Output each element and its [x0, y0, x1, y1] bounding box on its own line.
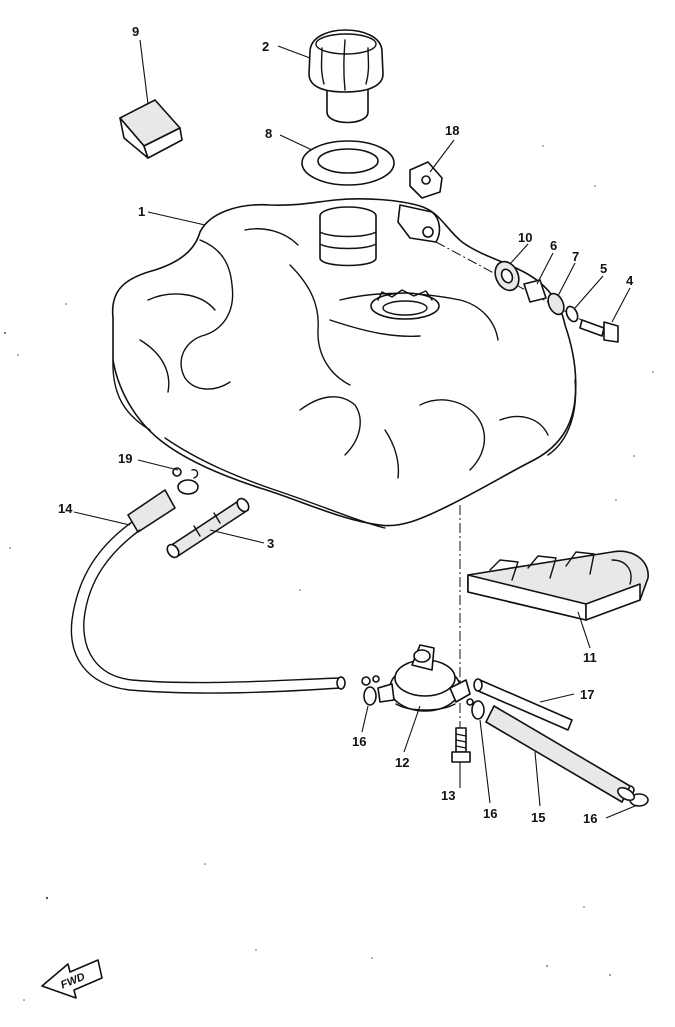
callout-plate-washer: 7: [572, 249, 579, 264]
tank-damper: [467, 550, 649, 621]
clip-left: [361, 675, 380, 706]
scan-speckles: [4, 145, 654, 1001]
fuel-cock: [377, 644, 471, 712]
fuel-tank: [111, 198, 577, 529]
callout-breather-hose: 17: [580, 687, 594, 702]
callout-pipe: 3: [267, 536, 274, 551]
callout-damper-block: 9: [132, 24, 139, 39]
vacuum-hose: [485, 705, 635, 803]
callout-vacuum-hose: 15: [531, 810, 545, 825]
callout-nut: 18: [445, 123, 459, 138]
callout-tank-damper: 11: [583, 650, 597, 665]
callout-bolt: 4: [626, 273, 634, 288]
fuel-hose: [70, 489, 346, 694]
fuel-cap: [308, 29, 384, 124]
leader-lines: [73, 39, 636, 819]
callout-labels: 1 2 3 4 5 6 7 8 9 10 11 12 13 14 15 16 1…: [58, 24, 634, 826]
screw: [451, 727, 471, 763]
callout-cap: 2: [262, 39, 269, 54]
callout-grommet: 10: [518, 230, 532, 245]
cap-gasket: [301, 140, 395, 186]
forward-direction-badge: FWD: [41, 959, 103, 999]
callout-cap-gasket: 8: [265, 126, 272, 141]
callout-collar: 6: [550, 238, 557, 253]
clip-mid: [466, 698, 485, 720]
callout-washer: 5: [600, 261, 607, 276]
callout-fuel-hose: 14: [58, 501, 73, 516]
callout-clip-mid: 16: [483, 806, 497, 821]
mounting-nut: [409, 161, 443, 199]
hose-clip: [172, 467, 199, 495]
bolt-assembly: [435, 241, 619, 343]
callout-hose-clip: 19: [118, 451, 132, 466]
callout-screw: 13: [441, 788, 455, 803]
damper-block: [119, 99, 183, 159]
breather-hose: [473, 678, 573, 731]
callout-fuel-cock: 12: [395, 755, 409, 770]
callout-clip-right: 16: [583, 811, 597, 826]
callout-clip-left: 16: [352, 734, 366, 749]
pipe: [166, 497, 250, 559]
callout-tank: 1: [138, 204, 145, 219]
